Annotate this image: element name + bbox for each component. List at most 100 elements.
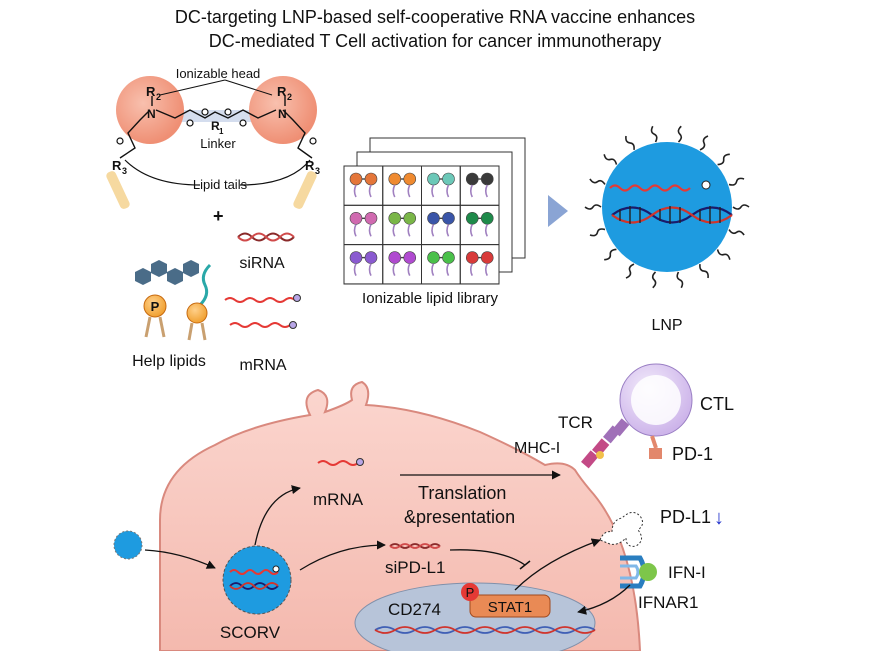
lipid-glyph xyxy=(388,251,402,264)
r3-right: R xyxy=(305,158,315,173)
lipid-glyph xyxy=(427,212,440,225)
sirna-icon: siRNA xyxy=(237,232,295,272)
sipdl1-label: siPD-L1 xyxy=(385,558,445,577)
cell-mrna: mRNA xyxy=(313,458,364,509)
lipid-glyph xyxy=(364,172,378,186)
peg-tail xyxy=(584,204,602,210)
stat1-p: P xyxy=(466,585,475,600)
mrna-icon: mRNA xyxy=(224,294,301,374)
ifnar-label: IFNAR1 xyxy=(638,593,698,612)
lipid-glyph xyxy=(349,251,363,264)
sirna-label: siRNA xyxy=(239,255,285,272)
incoming-lnp xyxy=(113,530,143,560)
lipid-glyph xyxy=(388,172,402,186)
ionizable-lipid-library: Ionizable lipid library xyxy=(343,137,526,307)
stat1-complex: P STAT1 CD274 xyxy=(388,583,551,619)
n-right: N xyxy=(278,107,287,121)
peg-tail xyxy=(604,248,617,261)
nucleus-dna xyxy=(374,626,596,634)
peg-tail xyxy=(589,178,606,185)
pd1-receptor xyxy=(649,448,662,459)
peg-tail xyxy=(677,125,683,143)
lipid-glyph xyxy=(427,172,440,186)
lipid-glyph xyxy=(480,212,494,225)
r1: R xyxy=(211,119,220,133)
r2-left: R xyxy=(146,84,156,99)
lipid-glyph xyxy=(465,212,479,225)
flow-arrow xyxy=(548,195,568,227)
lipid-glyph xyxy=(403,251,417,264)
lipid-glyph xyxy=(349,212,363,225)
title-line-2: DC-mediated T Cell activation for cancer… xyxy=(208,31,662,51)
peg-tail xyxy=(625,135,635,150)
ifn-ligand xyxy=(639,563,657,581)
peg-tail xyxy=(651,271,657,289)
lnp-label: LNP xyxy=(651,317,682,334)
lipid-tails-label: Lipid tails xyxy=(193,177,248,192)
mhc-label: MHC-I xyxy=(514,440,560,457)
scorv-label: SCORV xyxy=(220,623,281,642)
peg-tail xyxy=(603,154,618,165)
scorv-particle: SCORV xyxy=(220,545,292,642)
peg-tail xyxy=(676,271,684,289)
ionizable-lipid-structure: Ionizable head Linker Lipid tails R 2 N … xyxy=(106,66,320,226)
ifn-label: IFN-I xyxy=(668,563,706,582)
translation-label-line2: &presentation xyxy=(404,507,515,527)
cell-mrna-label: mRNA xyxy=(313,490,364,509)
lnp-particle: LNP xyxy=(584,125,750,334)
r2-right-sub: 2 xyxy=(287,92,292,102)
phospholipid-p: P xyxy=(151,299,160,314)
lipid-glyph xyxy=(364,251,378,264)
ctl-cell: CTL PD-1 xyxy=(619,363,734,464)
lipid-glyph xyxy=(442,212,455,225)
pdl1-label: PD-L1 xyxy=(660,507,711,527)
sipdl1: siPD-L1 xyxy=(385,543,445,577)
tcr-label: TCR xyxy=(558,413,593,432)
lipid-glyph xyxy=(427,251,440,264)
lipid-glyph xyxy=(442,172,455,186)
r2-right: R xyxy=(277,84,287,99)
plus-sign: + xyxy=(213,206,224,226)
peg-tail xyxy=(732,204,750,210)
peg-tail xyxy=(589,228,606,237)
lipid-glyph xyxy=(480,251,494,264)
help-lipids-label: Help lipids xyxy=(132,353,206,370)
r1-sub: 1 xyxy=(219,127,224,136)
lipid-glyph xyxy=(364,212,378,225)
pdl1-down-arrow: ↓ xyxy=(714,507,724,529)
peg-tail xyxy=(728,177,745,186)
r3-left-sub: 3 xyxy=(122,166,127,176)
translation-label-line1: Translation xyxy=(418,483,506,503)
cd274-label: CD274 xyxy=(388,600,441,619)
helper-lipid-head xyxy=(186,302,208,324)
peg-tail xyxy=(717,153,730,166)
r3-left: R xyxy=(112,158,122,173)
lipid-glyph xyxy=(403,212,417,225)
title-line-1: DC-targeting LNP-based self-cooperative … xyxy=(174,7,696,27)
peg-tail xyxy=(699,135,709,151)
ionizable-head-label: Ionizable head xyxy=(176,66,261,81)
pd1-label: PD-1 xyxy=(672,444,713,464)
r3-right-sub: 3 xyxy=(315,166,320,176)
n-left: N xyxy=(147,107,156,121)
lipid-glyph xyxy=(388,212,402,225)
ctl-label: CTL xyxy=(700,394,734,414)
peg-tail xyxy=(650,125,658,143)
peg-tail xyxy=(728,229,745,236)
ifnar-receptor: IFN-I IFNAR1 xyxy=(620,555,706,612)
lipid-glyph xyxy=(403,172,417,186)
pdl1-downregulated: PD-L1 ↓ xyxy=(599,507,724,547)
tcr-mhc-complex: TCR MHC-I xyxy=(514,413,630,469)
peg-tail xyxy=(716,249,731,260)
peg-tail xyxy=(625,263,635,279)
lipid-glyph xyxy=(465,172,479,186)
lipid-glyph xyxy=(465,251,479,264)
mrna-component-label: mRNA xyxy=(239,357,286,374)
linker-label: Linker xyxy=(200,136,236,151)
help-lipids: P Help lipids xyxy=(132,260,212,370)
r2-left-sub: 2 xyxy=(156,92,161,102)
stat1-label: STAT1 xyxy=(488,599,532,616)
lipid-glyph xyxy=(349,172,363,186)
peg-tail xyxy=(699,264,709,279)
